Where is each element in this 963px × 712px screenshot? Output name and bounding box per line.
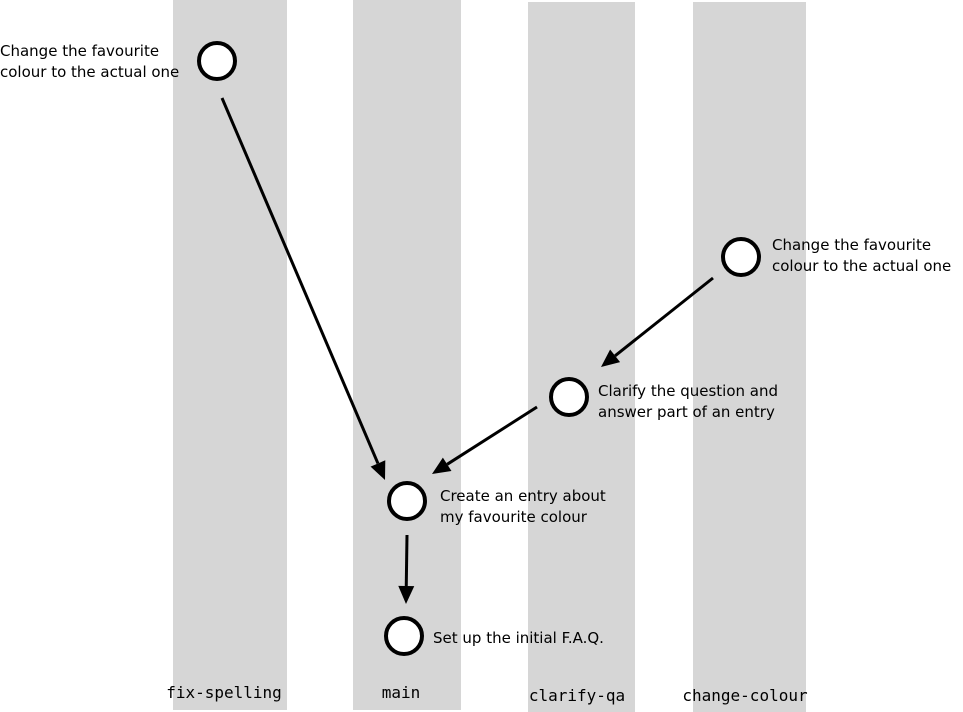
commit-node-c2[interactable] (387, 481, 427, 521)
commit-label-line: Change the favourite (0, 42, 159, 60)
arrowhead-c5-c2 (370, 460, 386, 480)
edge-c3-c2 (446, 405, 538, 466)
commit-node-c3[interactable] (549, 377, 589, 417)
commit-label-line: Set up the initial F.A.Q. (433, 629, 604, 647)
lane-clarify-qa (528, 2, 635, 712)
edge-c2-c1 (404, 534, 409, 587)
branch-label-main: main (382, 683, 421, 702)
commit-node-c5[interactable] (197, 41, 237, 81)
commit-label-c5: Change the favourite colour to the actual… (0, 42, 179, 81)
arrowhead-c2-c1 (398, 585, 415, 604)
lane-change-colour (693, 2, 806, 712)
commit-label-line: colour to the actual one (772, 257, 951, 275)
commit-node-c1[interactable] (384, 616, 424, 656)
commit-label-line: my favourite colour (440, 508, 588, 526)
branch-label-clarify-qa: clarify-qa (529, 686, 625, 705)
commit-label-c2: Create an entry about my favourite colour (440, 487, 606, 526)
commit-label-line: answer part of an entry (598, 403, 775, 421)
commit-label-c4: Change the favourite colour to the actual… (772, 236, 951, 275)
commit-label-line: Change the favourite (772, 236, 931, 254)
branch-label-change-colour: change-colour (682, 686, 808, 705)
edge-c4-c3 (614, 276, 714, 357)
commit-node-c4[interactable] (721, 237, 761, 277)
commit-label-line: Create an entry about (440, 487, 606, 505)
commit-label-c1: Set up the initial F.A.Q. (433, 629, 604, 647)
commit-label-line: Clarify the question and (598, 382, 778, 400)
nodes-layer (197, 41, 761, 656)
branch-label-fix-spelling: fix-spelling (166, 683, 282, 702)
arrowhead-c3-c2 (432, 457, 452, 474)
arrowhead-c4-c3 (601, 349, 621, 367)
edges-layer (220, 97, 714, 604)
commit-label-c3: Clarify the question and answer part of a… (598, 382, 778, 421)
commit-labels-layer: Set up the initial F.A.Q. Create an entry… (0, 42, 951, 647)
commit-label-line: colour to the actual one (0, 63, 179, 81)
branch-labels-layer: fix-spelling main clarify-qa change-colour (166, 683, 808, 705)
edge-c5-c2 (220, 97, 380, 465)
